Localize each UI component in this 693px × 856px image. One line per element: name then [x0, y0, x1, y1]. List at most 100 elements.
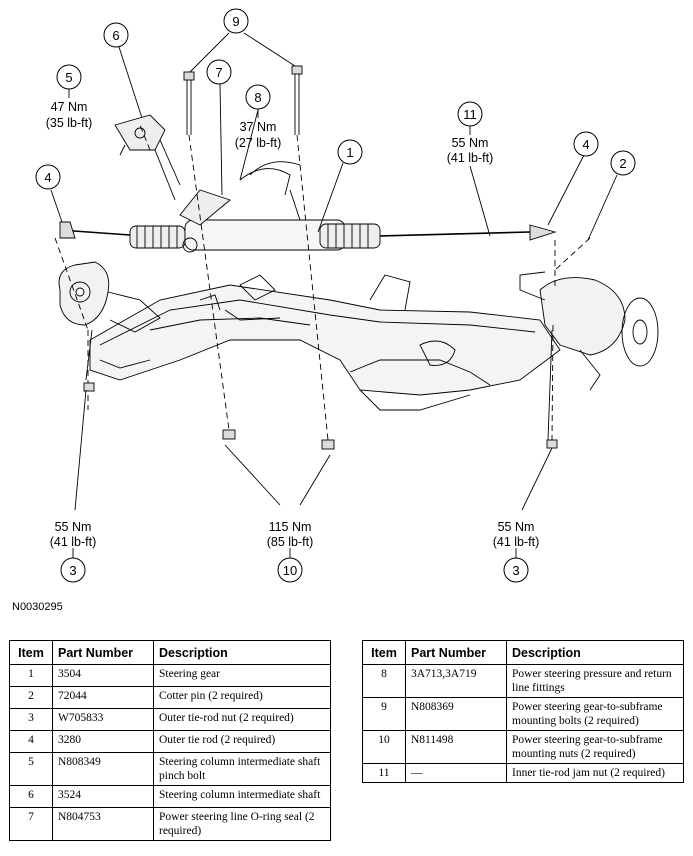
svg-text:7: 7 — [215, 65, 222, 80]
steering-gear-diagram: 9 6 7 5 8 11 1 4 4 2 3 10 3 47 Nm (35 lb… — [35, 8, 659, 583]
header-part-number: Part Number — [52, 640, 154, 665]
subframe — [89, 274, 561, 411]
cell-part-number: N804753 — [52, 807, 154, 841]
header-item: Item — [9, 640, 53, 665]
cell-description: Steering gear — [153, 664, 331, 687]
cell-description: Inner tie-rod jam nut (2 required) — [506, 763, 684, 783]
cell-item: 6 — [9, 785, 53, 808]
cell-description: Outer tie rod (2 required) — [153, 730, 331, 753]
cell-part-number: W705833 — [52, 708, 154, 731]
cell-description: Cotter pin (2 required) — [153, 686, 331, 709]
svg-text:4: 4 — [582, 137, 589, 152]
callout-9: 9 — [223, 8, 249, 34]
mounting-bolts — [183, 65, 303, 135]
callout-5: 5 — [56, 64, 82, 90]
cell-description: Power steering line O-ring seal (2 requi… — [153, 807, 331, 841]
svg-text:2: 2 — [619, 156, 626, 171]
callouts: 9 6 7 5 8 11 1 4 4 2 3 10 3 — [35, 8, 636, 583]
cell-part-number: 3A713,3A719 — [405, 664, 507, 698]
callout-10: 10 — [277, 557, 303, 583]
torque-3-right-nm: 55 Nm — [498, 520, 535, 534]
cell-part-number: N811498 — [405, 730, 507, 764]
callout-4-left: 4 — [35, 164, 61, 190]
cell-part-number: — — [405, 763, 507, 783]
diagram-drawing — [50, 32, 659, 511]
cell-item: 4 — [9, 730, 53, 753]
header-part-number: Part Number — [405, 640, 507, 665]
callout-4-right: 4 — [573, 131, 599, 157]
cell-item: 5 — [9, 752, 53, 786]
leader-lines — [50, 32, 618, 511]
torque-3-right-lbft: (41 lb-ft) — [493, 535, 540, 549]
svg-text:8: 8 — [254, 90, 261, 105]
cell-part-number: N808349 — [52, 752, 154, 786]
torque-3-left-nm: 55 Nm — [55, 520, 92, 534]
cell-item: 11 — [362, 763, 406, 783]
torque-8-nm: 37 Nm — [240, 120, 277, 134]
cell-item: 3 — [9, 708, 53, 731]
callout-1: 1 — [337, 139, 363, 165]
torque-10-lbft: (85 lb-ft) — [267, 535, 314, 549]
svg-text:1: 1 — [346, 145, 353, 160]
svg-text:4: 4 — [44, 170, 51, 185]
left-knuckle — [58, 261, 161, 381]
cell-part-number: 3504 — [52, 664, 154, 687]
right-knuckle — [519, 271, 659, 441]
callout-2: 2 — [610, 150, 636, 176]
cell-part-number: N808369 — [405, 697, 507, 731]
header-item: Item — [362, 640, 406, 665]
mounting-nuts — [83, 382, 558, 450]
torque-8-lbft: (27 lb-ft) — [235, 136, 282, 150]
torque-11-lbft: (41 lb-ft) — [447, 151, 494, 165]
callout-3-left: 3 — [60, 557, 86, 583]
intermediate-shaft — [114, 114, 181, 186]
svg-text:3: 3 — [69, 563, 76, 578]
header-description: Description — [506, 640, 684, 665]
table-header-row: Item Part Number Description — [362, 640, 684, 665]
cell-item: 1 — [9, 664, 53, 687]
cell-description: Power steering pressure and return line … — [506, 664, 684, 698]
cell-part-number: 3524 — [52, 785, 154, 808]
callout-3-right: 3 — [503, 557, 529, 583]
svg-text:11: 11 — [463, 107, 477, 122]
callout-11: 11 — [457, 101, 483, 127]
cell-item: 2 — [9, 686, 53, 709]
table-header-row: Item Part Number Description — [9, 640, 331, 665]
cell-item: 8 — [362, 664, 406, 698]
cell-item: 7 — [9, 807, 53, 841]
figure-id: N0030295 — [12, 601, 63, 613]
torque-3-left-lbft: (41 lb-ft) — [50, 535, 97, 549]
cell-description: Power steering gear-to-subframe mounting… — [506, 730, 684, 764]
callout-6: 6 — [103, 22, 129, 48]
torque-5-nm: 47 Nm — [51, 100, 88, 114]
cell-item: 9 — [362, 697, 406, 731]
cell-description: Steering column intermediate shaft pinch… — [153, 752, 331, 786]
torque-10-nm: 115 Nm — [269, 520, 312, 534]
centerlines — [54, 124, 591, 441]
callout-8: 8 — [245, 84, 271, 110]
callout-7: 7 — [206, 59, 232, 85]
cell-description: Power steering gear-to-subframe mounting… — [506, 697, 684, 731]
svg-text:5: 5 — [65, 70, 72, 85]
torque-specs: 47 Nm (35 lb-ft) 37 Nm (27 lb-ft) 55 Nm … — [46, 89, 540, 558]
svg-text:9: 9 — [232, 14, 239, 29]
cell-description: Outer tie-rod nut (2 required) — [153, 708, 331, 731]
svg-text:3: 3 — [512, 563, 519, 578]
torque-5-lbft: (35 lb-ft) — [46, 116, 93, 130]
svg-text:6: 6 — [112, 28, 119, 43]
svg-text:10: 10 — [283, 563, 297, 578]
header-description: Description — [153, 640, 331, 665]
torque-11-nm: 55 Nm — [452, 136, 489, 150]
